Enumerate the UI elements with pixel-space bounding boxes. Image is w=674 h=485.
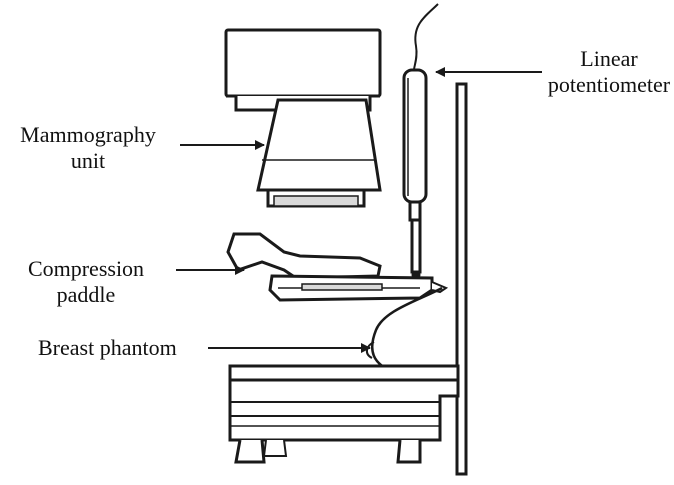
linear-potentiometer-label: Linear potentiometer bbox=[546, 46, 672, 98]
compression-paddle-label-line1: Compression bbox=[27, 256, 145, 281]
linear-potentiometer bbox=[402, 3, 439, 280]
mammography-unit-housing bbox=[224, 28, 382, 208]
linear-potentiometer-label-line2: potentiometer bbox=[547, 72, 671, 97]
compression-paddle-label: Compression paddle bbox=[0, 256, 172, 308]
vertical-stand bbox=[455, 82, 468, 476]
compression-paddle-label-line2: paddle bbox=[56, 282, 116, 307]
breast-phantom-label: Breast phantom bbox=[38, 335, 177, 360]
mammography-unit-label-line2: unit bbox=[70, 148, 106, 173]
base-platform bbox=[228, 364, 460, 464]
mammography-unit-label-line1: Mammography bbox=[20, 122, 156, 147]
mammography-unit-label: Mammography unit bbox=[4, 122, 172, 174]
linear-potentiometer-label-line1: Linear bbox=[580, 46, 638, 71]
